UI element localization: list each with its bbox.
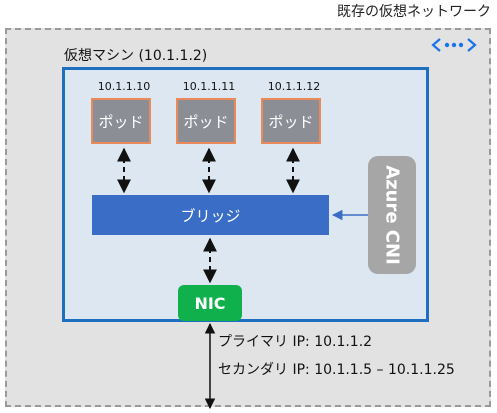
pod-2: ポッド — [176, 98, 236, 144]
pod-ip-1: 10.1.1.10 — [97, 80, 151, 93]
pod-1: ポッド — [91, 98, 151, 144]
secondary-ip-label: セカンダリ IP: 10.1.1.5 – 10.1.1.25 — [218, 362, 455, 378]
pod-ip-3: 10.1.1.12 — [267, 80, 321, 93]
pod-3: ポッド — [261, 98, 321, 144]
vnet-icon — [431, 38, 477, 52]
pod-ip-2: 10.1.1.11 — [182, 80, 236, 93]
vm-title: 仮想マシン (10.1.1.2) — [64, 48, 208, 64]
vnet-title: 既存の仮想ネットワーク — [337, 4, 491, 20]
azure-cni-label: Azure CNI — [381, 165, 403, 265]
nic: NIC — [178, 285, 242, 321]
azure-cni-box: Azure CNI — [368, 156, 416, 274]
primary-ip-label: プライマリ IP: 10.1.1.2 — [218, 334, 373, 350]
bridge: ブリッジ — [92, 195, 329, 235]
